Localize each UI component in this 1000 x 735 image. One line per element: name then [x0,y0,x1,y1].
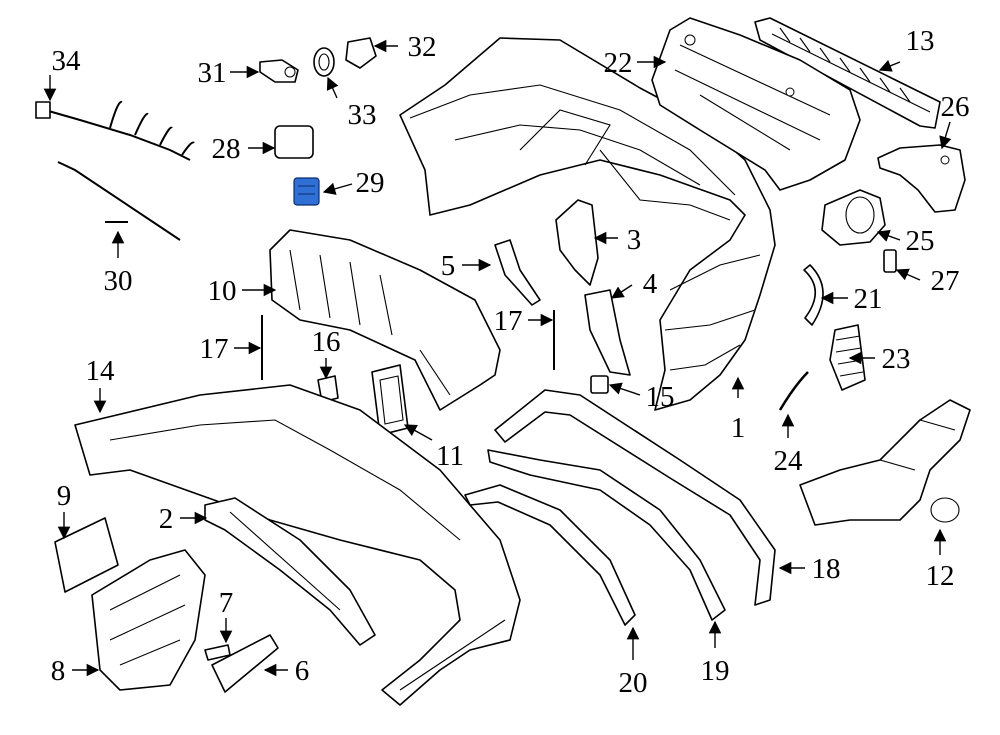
callout-3: 3 [627,224,642,256]
part-22-carrier [651,17,861,191]
part-21-trim [803,264,824,326]
part-3-bracket [555,199,599,286]
callout-20: 20 [619,667,648,699]
part-24-wire [778,371,809,411]
part-31-sensor [259,59,299,83]
part-18-trim [494,389,776,606]
callout-17-left: 17 [200,333,229,365]
part-19-trim [487,449,726,621]
part-4-bracket [584,289,631,376]
callout-10: 10 [208,275,237,307]
part-33-grommet [313,47,335,77]
callout-2: 2 [159,503,174,535]
callout-17-right: 17 [494,305,523,337]
callout-5: 5 [441,250,456,282]
part-6-bracket [211,634,279,693]
part-13-trim-strip [754,17,941,129]
callout-18: 18 [812,553,841,585]
callout-13: 13 [906,25,935,57]
part-8-bracket [91,549,206,691]
callout-21: 21 [854,283,883,315]
part-2-reinforcement [204,497,376,646]
part-26-bracket [877,144,966,213]
callout-12: 12 [926,560,955,592]
callout-22: 22 [604,47,633,79]
callout-31: 31 [198,57,227,89]
callout-29: 29 [356,167,385,199]
callout-8: 8 [51,655,66,687]
callout-7: 7 [219,587,234,619]
part-25-sensor-housing [821,189,886,246]
part-29-clip [293,177,320,206]
callout-6: 6 [295,655,310,687]
part-5-bracket [494,239,541,306]
part-7-clip [204,644,231,661]
callout-26: 26 [941,91,970,123]
callout-24: 24 [774,445,804,477]
callout-27: 27 [931,265,960,297]
callout-14: 14 [86,355,116,387]
callout-33: 33 [348,99,377,131]
callout-4: 4 [643,268,658,300]
callout-labels: 1 2 3 4 5 6 7 8 9 10 11 12 13 14 15 16 1… [51,25,970,699]
callout-28: 28 [212,133,241,165]
part-28-sensor-bracket [274,125,314,159]
part-20-trim [464,484,636,626]
part-27-sensor [883,249,897,273]
part-23-grille [829,324,866,391]
callout-11: 11 [436,440,464,472]
part-30-wire-strip [57,161,181,241]
callout-9: 9 [57,480,72,512]
part-15-clip [590,375,609,394]
callout-25: 25 [906,225,935,257]
leader-lines [43,39,952,677]
callout-34: 34 [52,45,82,77]
callout-19: 19 [701,655,730,687]
callout-1: 1 [731,412,746,444]
part-34-wiring-harness [35,100,195,161]
callout-23: 23 [882,343,911,375]
callout-32: 32 [408,31,437,63]
callout-16: 16 [312,326,341,358]
part-32-retainer [345,37,377,69]
callout-15: 15 [646,381,675,413]
part-9-cover-plate [54,517,119,593]
callout-30: 30 [104,265,133,297]
part-12-tow-hitch [799,399,971,526]
part-10-absorber [269,229,501,411]
